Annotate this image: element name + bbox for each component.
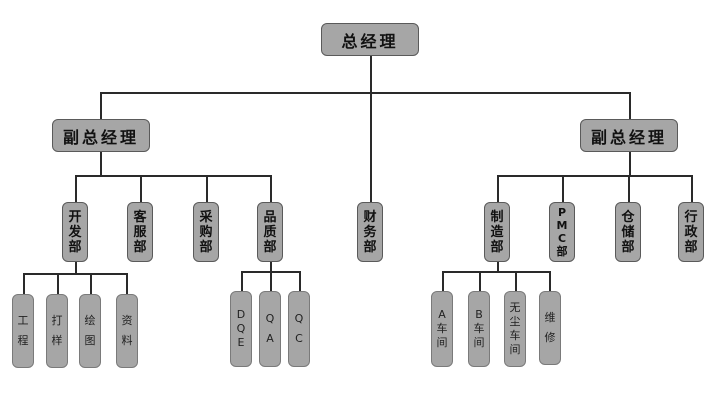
node-leaf: B车间	[468, 291, 490, 367]
node-label: QC	[294, 312, 304, 345]
connector	[442, 271, 549, 273]
connector	[100, 152, 102, 176]
node-general-manager: 总经理	[321, 23, 419, 56]
connector	[629, 92, 631, 120]
connector	[479, 271, 481, 292]
connector	[299, 271, 301, 292]
node-label: 打样	[51, 314, 63, 347]
node-vp-right: 副总经理	[580, 119, 678, 152]
node-dept-mfg: 制造部	[484, 202, 510, 262]
node-label: 采购部	[199, 209, 213, 255]
connector	[75, 175, 77, 202]
node-label: 副总经理	[62, 127, 139, 147]
node-label: 维修	[544, 311, 556, 344]
connector	[497, 175, 499, 202]
node-label: 开发部	[68, 209, 82, 255]
connector	[515, 271, 517, 292]
connector	[23, 273, 127, 275]
connector	[691, 175, 693, 202]
node-label: 绘图	[84, 314, 96, 347]
node-label: 无尘车间	[509, 301, 521, 356]
node-label: 总经理	[341, 31, 399, 51]
node-leaf: QC	[288, 291, 310, 367]
connector	[75, 175, 272, 177]
connector	[206, 175, 208, 202]
node-label: 客服部	[133, 209, 147, 255]
connector	[442, 271, 444, 292]
node-leaf: QA	[259, 291, 281, 367]
node-label: 制造部	[490, 209, 504, 255]
connector	[497, 262, 499, 272]
connector	[562, 175, 564, 202]
connector	[57, 273, 59, 295]
connector	[75, 262, 77, 274]
connector	[100, 92, 102, 120]
node-label: 品质部	[263, 209, 277, 255]
node-label: A车间	[436, 308, 448, 349]
node-leaf: DQE	[230, 291, 252, 367]
connector	[549, 271, 551, 292]
node-leaf: 绘图	[79, 294, 101, 368]
connector	[23, 273, 25, 295]
node-dept-cs: 客服部	[127, 202, 153, 262]
node-label: DQE	[236, 308, 246, 349]
node-label: 仓储部	[621, 209, 635, 255]
node-dept-pmc: PMC部	[549, 202, 575, 262]
connector	[629, 152, 631, 176]
connector	[241, 271, 243, 292]
connector	[270, 175, 272, 202]
connector	[100, 92, 630, 94]
node-leaf: 资料	[116, 294, 138, 368]
connector	[628, 175, 630, 202]
connector	[270, 271, 272, 292]
node-dept-warehouse: 仓储部	[615, 202, 641, 262]
node-leaf: 无尘车间	[504, 291, 526, 367]
node-leaf: 维修	[539, 291, 561, 365]
node-label: 工程	[17, 314, 29, 347]
node-leaf: 打样	[46, 294, 68, 368]
node-finance: 财务部	[357, 202, 383, 262]
node-dept-quality: 品质部	[257, 202, 283, 262]
node-label: B车间	[473, 308, 485, 349]
node-label: 行政部	[684, 209, 698, 255]
node-dept-dev: 开发部	[62, 202, 88, 262]
node-leaf: A车间	[431, 291, 453, 367]
node-label: 资料	[121, 314, 133, 347]
node-leaf: 工程	[12, 294, 34, 368]
node-vp-left: 副总经理	[52, 119, 150, 152]
connector	[270, 262, 272, 272]
node-label: QA	[265, 312, 275, 345]
connector	[370, 55, 372, 203]
connector	[90, 273, 92, 295]
node-label: 副总经理	[590, 127, 667, 147]
node-label: PMC部	[556, 206, 568, 258]
node-dept-purchase: 采购部	[193, 202, 219, 262]
connector	[126, 273, 128, 295]
connector	[140, 175, 142, 202]
node-dept-admin: 行政部	[678, 202, 704, 262]
node-label: 财务部	[363, 209, 377, 255]
connector	[497, 175, 691, 177]
